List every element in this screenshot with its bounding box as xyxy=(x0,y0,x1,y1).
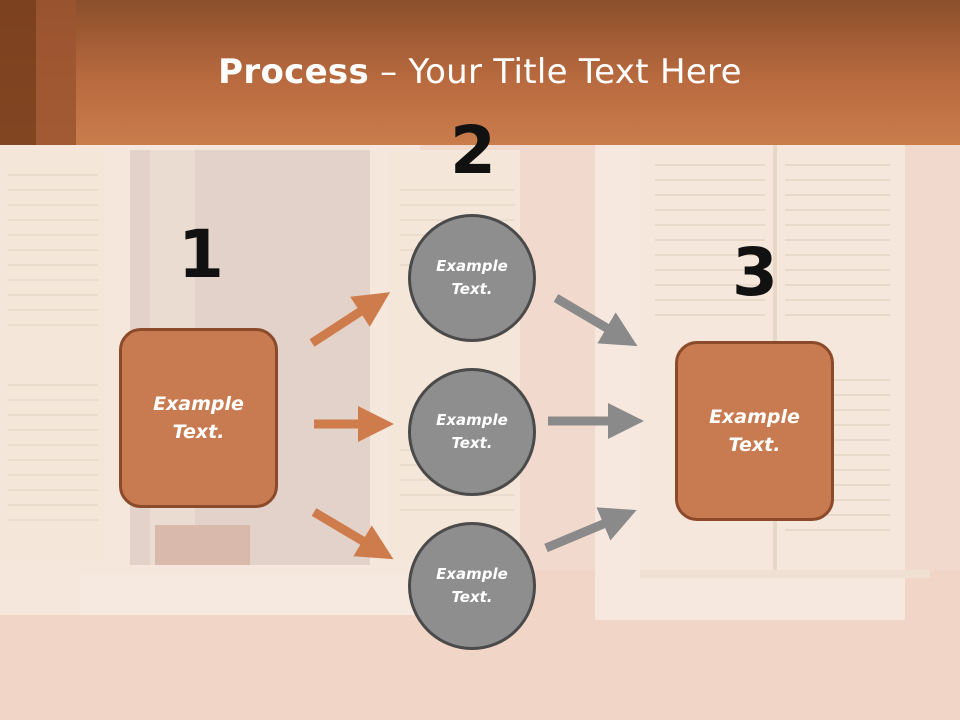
arrow-bottom-to-step3 xyxy=(544,507,637,553)
step-1-text-line2: Text. xyxy=(172,421,225,443)
header-accent-band xyxy=(0,0,36,145)
arrow-step1-to-top xyxy=(309,292,391,347)
circle-bottom-line1: Example xyxy=(436,564,508,583)
circle-bottom-line2: Text. xyxy=(451,588,493,606)
header-accent-band xyxy=(36,0,76,145)
step-number-1: 1 xyxy=(178,216,224,293)
arrow-top-to-step3 xyxy=(553,294,638,347)
step-2-circle-middle[interactable]: Example Text. xyxy=(408,368,536,496)
circle-top-line2: Text. xyxy=(451,280,493,298)
step-1-text-line1: Example xyxy=(153,392,244,415)
circle-top-line1: Example xyxy=(436,256,508,275)
title-rest: – Your Title Text Here xyxy=(369,52,742,92)
step-1-box[interactable]: Example Text. xyxy=(119,328,278,508)
step-3-text-line2: Text. xyxy=(728,434,781,456)
circle-middle-line1: Example xyxy=(436,410,508,429)
arrow-step1-to-bottom xyxy=(311,508,394,560)
header-bar xyxy=(0,0,960,145)
step-number-3: 3 xyxy=(732,234,778,311)
step-3-text-line1: Example xyxy=(709,405,800,428)
circle-middle-line2: Text. xyxy=(451,434,493,452)
step-number-2: 2 xyxy=(450,112,496,189)
step-2-circle-bottom[interactable]: Example Text. xyxy=(408,522,536,650)
title-bold: Process xyxy=(218,52,370,92)
slide-title: Process – Your Title Text Here xyxy=(0,52,960,92)
step-2-circle-top[interactable]: Example Text. xyxy=(408,214,536,342)
step-3-box[interactable]: Example Text. xyxy=(675,341,834,521)
